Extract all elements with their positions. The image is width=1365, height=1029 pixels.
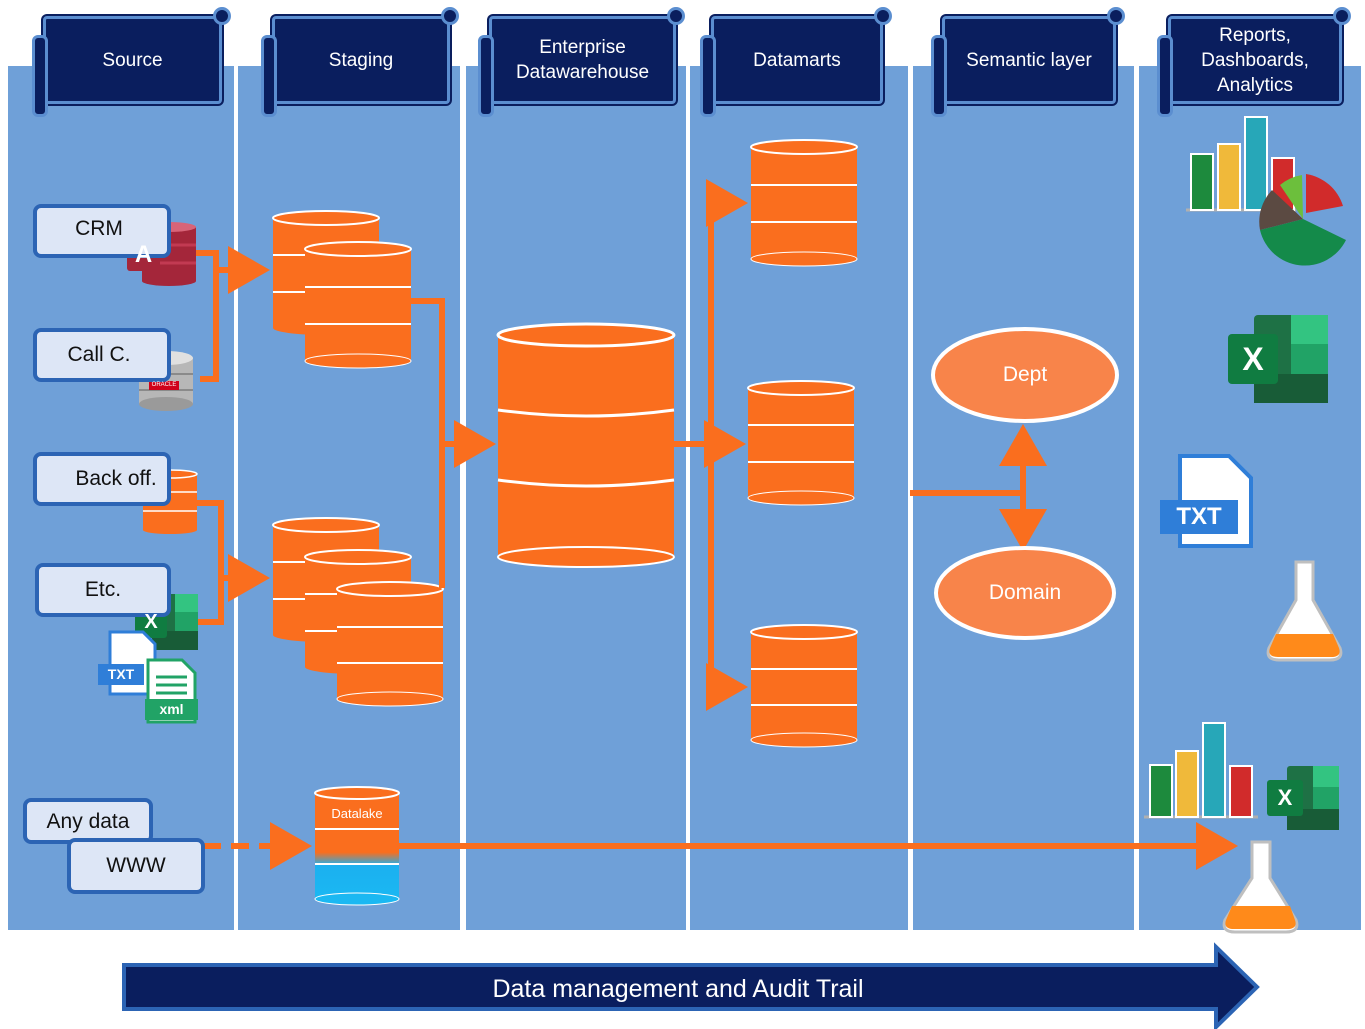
- domain-ellipse: [934, 546, 1116, 640]
- dept-label: Dept: [1002, 363, 1048, 386]
- source-back-office: Back off.: [33, 452, 171, 506]
- header-datamarts: Datamarts: [700, 7, 892, 117]
- source-call-center-label: Call C.: [67, 343, 131, 366]
- header-source: Source: [32, 7, 231, 117]
- source-call-center: Call C.: [33, 328, 171, 382]
- staging-db-top-2: [304, 241, 412, 369]
- datamart-db-2: [747, 380, 855, 506]
- excel-large-letter: X: [1242, 341, 1264, 377]
- header-semantic: Semantic layer: [931, 7, 1125, 117]
- datamart-db-3: [750, 624, 858, 748]
- header-edw-label: Enterprise Datawarehouse: [515, 37, 650, 83]
- datamart-db-1: [750, 139, 858, 267]
- txt-large-label: TXT: [1176, 503, 1222, 530]
- header-staging: Staging: [261, 7, 459, 117]
- source-etc-label: Etc.: [84, 578, 122, 601]
- oracle-label: ORACLE: [151, 382, 177, 388]
- header-semantic-label: Semantic layer: [966, 49, 1092, 71]
- header-reports: Reports, Dashboards, Analytics: [1157, 7, 1351, 117]
- datalake-label: Datalake: [331, 806, 383, 821]
- xml-icon-label: xml: [159, 701, 184, 717]
- header-datamarts-label: Datamarts: [753, 49, 841, 71]
- header-staging-label: Staging: [328, 49, 394, 71]
- bar-chart-icon-bottom: [1144, 722, 1258, 819]
- flask-icon-top: [1266, 560, 1343, 662]
- xml-file-icon: [145, 658, 198, 724]
- dept-ellipse: [931, 327, 1119, 423]
- flask-icon-bottom: [1222, 840, 1299, 934]
- source-www-label: WWW: [106, 854, 166, 877]
- audit-trail-arrow: [122, 942, 1260, 1029]
- edw-database: [496, 322, 676, 568]
- pie-chart-icon: [1259, 174, 1346, 266]
- excel-icon-letter: X: [144, 611, 158, 633]
- source-crm-label: CRM: [75, 217, 123, 240]
- header-source-label: Source: [102, 49, 163, 71]
- excel-small-letter: X: [1277, 785, 1293, 810]
- excel-icon-small: [1267, 766, 1339, 830]
- txt-icon-label: TXT: [107, 666, 135, 682]
- source-etc: Etc.: [35, 563, 171, 617]
- source-www: WWW: [67, 838, 205, 894]
- header-edw: Enterprise Datawarehouse: [478, 7, 685, 117]
- source-back-office-label: Back off.: [75, 467, 157, 490]
- datalake-database: [314, 786, 400, 906]
- flow-connectors: [196, 179, 1238, 870]
- txt-file-icon-large: [1160, 454, 1253, 548]
- bar-chart-icon-top: [1186, 116, 1296, 212]
- domain-label: Domain: [988, 581, 1062, 604]
- lane-staging: [238, 66, 460, 930]
- excel-icon-large: [1228, 315, 1328, 403]
- header-reports-label: Reports, Dashboards, Analytics: [1201, 24, 1309, 96]
- source-crm: CRM: [33, 204, 171, 258]
- audit-trail-label: Data management and Audit Trail: [492, 975, 864, 1003]
- source-any-data: Any data: [23, 798, 153, 844]
- source-any-data-label: Any data: [46, 810, 130, 833]
- access-icon-letter: A: [134, 241, 153, 268]
- staging-db-bottom-3: [336, 581, 444, 707]
